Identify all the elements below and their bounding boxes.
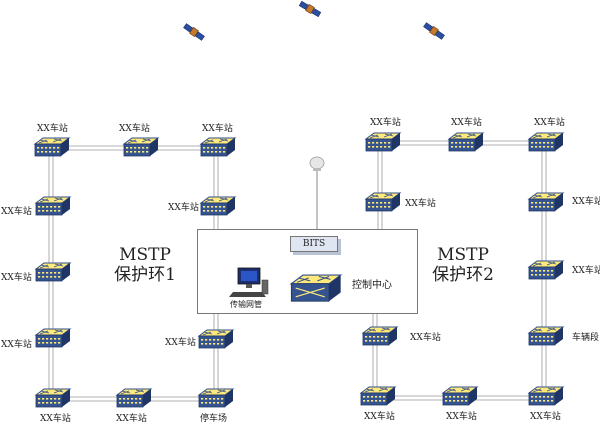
station-label: XX车站 (370, 118, 401, 128)
ring1-title-line2: 保护环1 (114, 265, 176, 285)
station-label: XX车站 (168, 203, 199, 213)
station-label: XX车站 (364, 412, 395, 422)
control-center-label: 控制中心 (352, 280, 392, 291)
ring2-title-line2: 保护环2 (432, 265, 494, 285)
station-label: XX车站 (1, 340, 32, 350)
ring2-title-line1: MSTP (437, 245, 489, 265)
station-label: 停车场 (200, 414, 228, 424)
station-label: XX车站 (1, 207, 32, 217)
station-label: XX车站 (119, 124, 150, 134)
bits-box: BITS (290, 236, 338, 252)
station-label: XX车站 (202, 124, 233, 134)
station-label: XX车站 (446, 412, 477, 422)
ring1-title-line1: MSTP (119, 245, 171, 265)
ring1-title: MSTP 保护环1 (85, 245, 205, 285)
station-label: 车辆段 (572, 333, 600, 343)
station-label: XX车站 (405, 199, 436, 209)
core-switch-icon (289, 274, 343, 302)
station-label: XX车站 (1, 273, 32, 283)
station-label: XX车站 (451, 118, 482, 128)
station-label: XX车站 (572, 266, 600, 276)
station-label: XX车站 (572, 197, 600, 207)
station-label: XX车站 (410, 333, 441, 343)
station-label: XX车站 (534, 118, 565, 128)
computer-icon (229, 267, 269, 297)
antenna-icon (309, 156, 325, 229)
ring2-title: MSTP 保护环2 (403, 245, 523, 285)
station-label: XX车站 (37, 124, 68, 134)
station-label: XX车站 (116, 414, 147, 424)
station-label: XX车站 (165, 338, 196, 348)
nms-label: 传输网管 (230, 300, 262, 309)
station-label: XX车站 (530, 412, 561, 422)
station-label: XX车站 (40, 414, 71, 424)
